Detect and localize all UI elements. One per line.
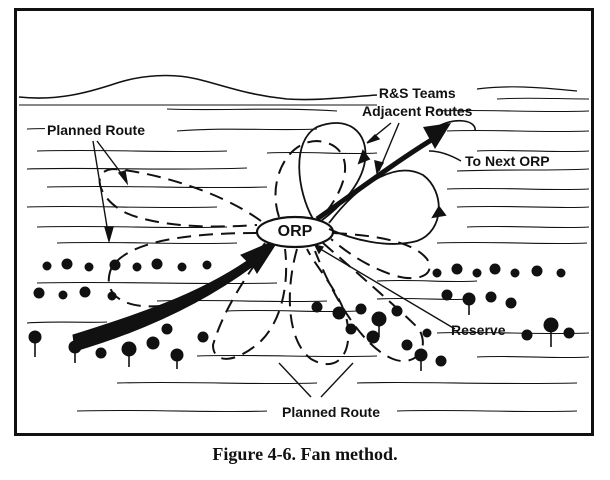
shrub-row-bottom-center bbox=[311, 301, 447, 371]
loop-lower-right bbox=[314, 242, 424, 362]
leader-next-orp bbox=[428, 150, 462, 162]
planned-route-label-bottom: Planned Route bbox=[280, 404, 383, 420]
figure-frame: R&S Teams Adjacent Routes Planned Route … bbox=[14, 8, 594, 436]
figure-caption: Figure 4-6. Fan method. bbox=[212, 444, 398, 464]
leader-lines bbox=[92, 122, 462, 398]
orp-label: ORP bbox=[277, 223, 313, 240]
fan-method-diagram bbox=[18, 74, 590, 413]
loop-lower-center bbox=[288, 248, 350, 366]
shrub-row-right bbox=[432, 263, 575, 347]
loop-left bbox=[107, 232, 266, 308]
planned-route-label-top: Planned Route bbox=[45, 122, 148, 138]
to-next-orp-arrow bbox=[315, 120, 476, 222]
loop-lower-left bbox=[211, 244, 288, 360]
hills bbox=[18, 74, 590, 106]
loop-right bbox=[330, 232, 431, 280]
leader-reserve bbox=[316, 246, 456, 330]
reserve-label: Reserve bbox=[451, 322, 506, 338]
loop-upper-center bbox=[274, 139, 346, 218]
main-route-arrow bbox=[72, 237, 281, 352]
to-next-orp-label: To Next ORP bbox=[463, 153, 552, 169]
leader-planned-top-1 bbox=[92, 140, 110, 240]
orp-oval bbox=[255, 215, 335, 249]
leader-planned-bottom-2 bbox=[320, 362, 354, 398]
shrub-row-left bbox=[33, 258, 212, 301]
rs-teams-label: R&S Teams Adjacent Routes bbox=[362, 85, 473, 119]
vegetation bbox=[28, 258, 575, 371]
leader-planned-bottom-1 bbox=[278, 362, 312, 398]
